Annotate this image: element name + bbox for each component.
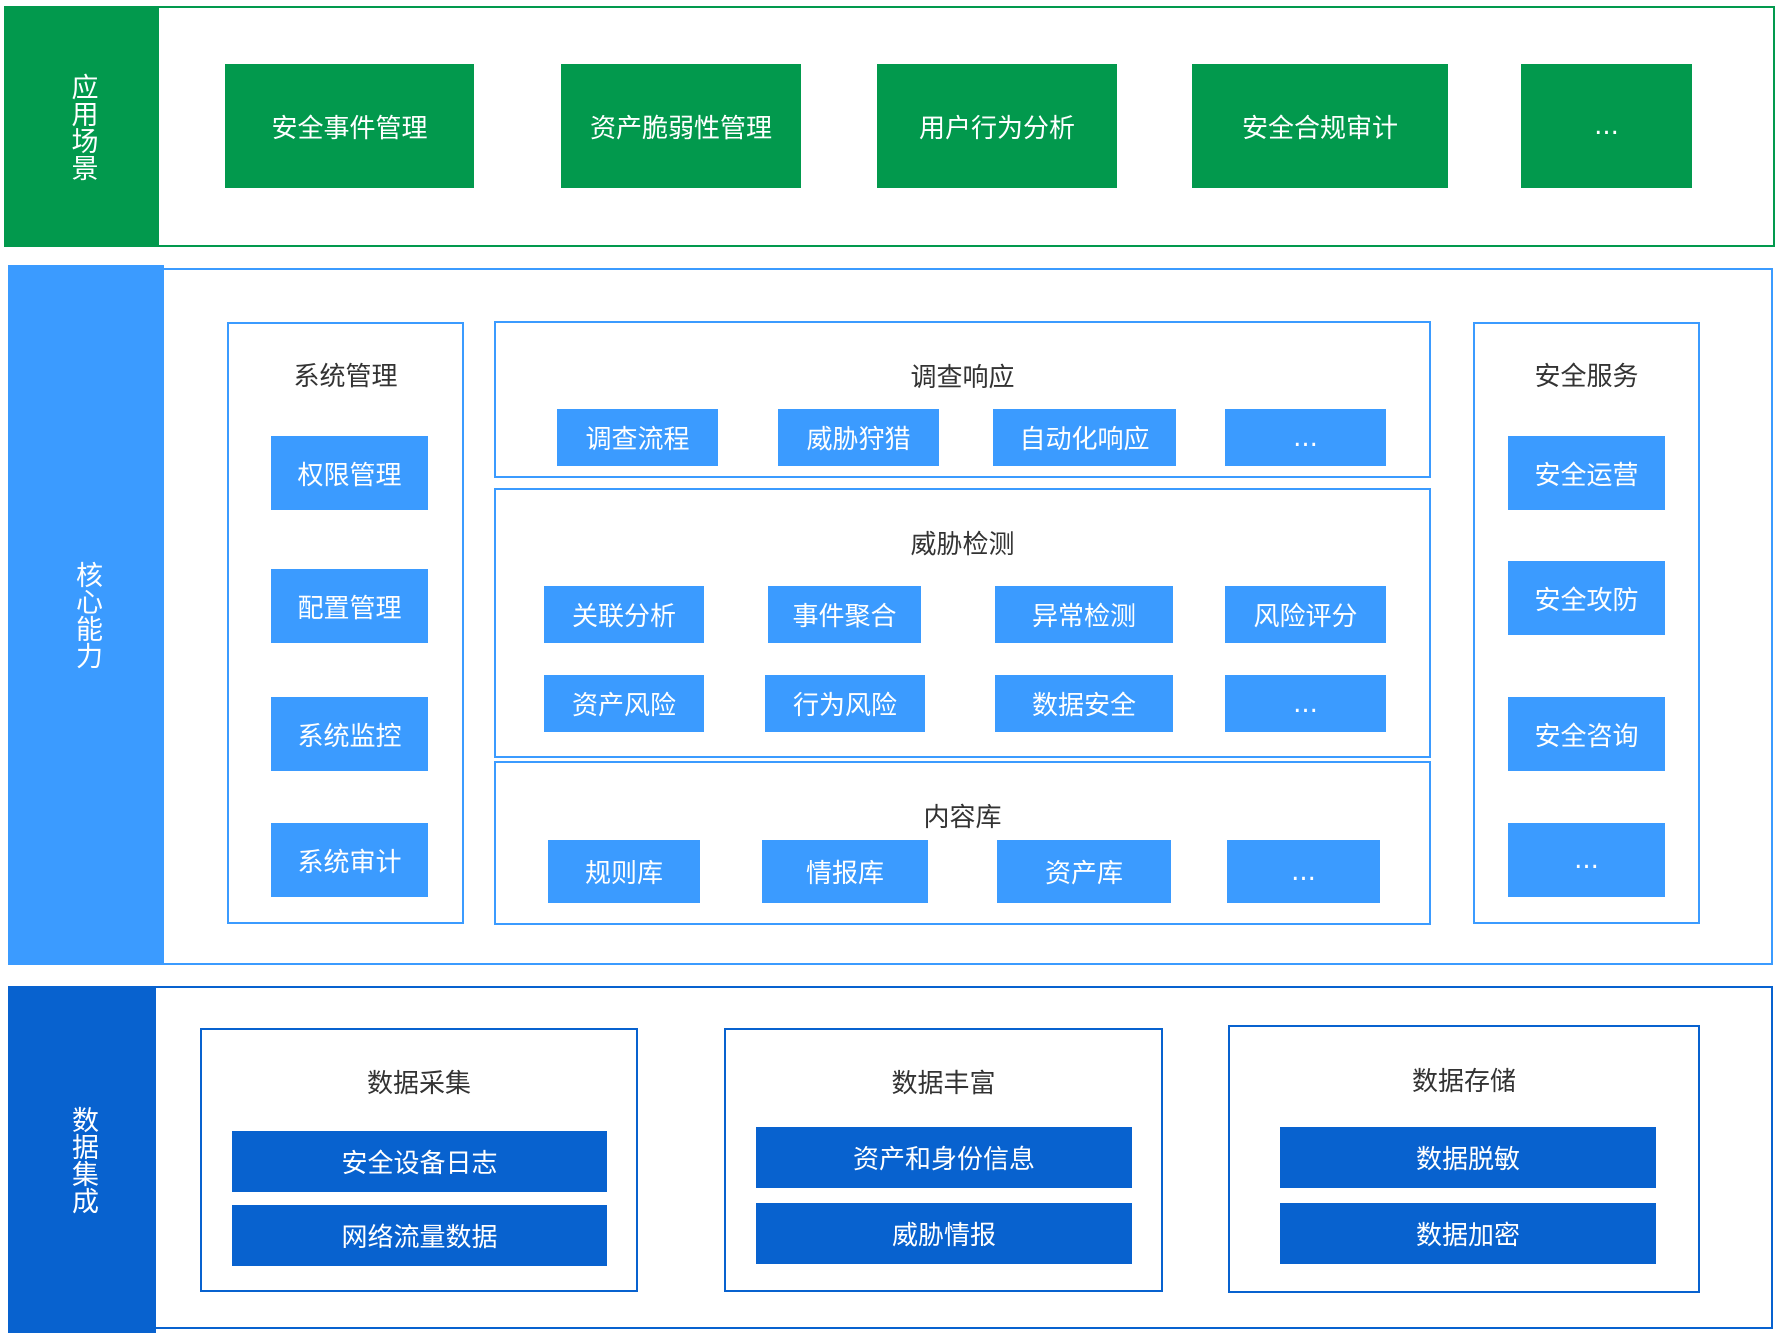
- security-offense-defense-button[interactable]: 安全攻防: [1508, 561, 1665, 635]
- security-consulting-button[interactable]: 安全咨询: [1508, 697, 1665, 771]
- app-item-compliance-audit[interactable]: 安全合规审计: [1192, 64, 1448, 188]
- data-masking-button[interactable]: 数据脱敏: [1280, 1127, 1656, 1188]
- system-audit-button[interactable]: 系统审计: [271, 823, 428, 897]
- investigation-process-button[interactable]: 调查流程: [557, 409, 718, 466]
- behavior-risk-button[interactable]: 行为风险: [765, 675, 925, 732]
- data-enrichment-title: 数据丰富: [891, 1068, 996, 1099]
- anomaly-detection-button[interactable]: 异常检测: [995, 586, 1173, 643]
- security-operations-button[interactable]: 安全运营: [1508, 436, 1665, 510]
- investigation-response-title: 调查响应: [910, 362, 1015, 393]
- network-traffic-data-button[interactable]: 网络流量数据: [232, 1205, 607, 1266]
- permission-management-button[interactable]: 权限管理: [271, 436, 428, 510]
- intel-library-button[interactable]: 情报库: [762, 840, 928, 903]
- system-management-title: 系统管理: [293, 361, 398, 392]
- app-item-asset-vulnerability-mgmt[interactable]: 资产脆弱性管理: [561, 64, 801, 188]
- rule-library-button[interactable]: 规则库: [548, 840, 700, 903]
- data-layer-label: 数据集成: [8, 986, 156, 1333]
- threat-detection-more-button[interactable]: ...: [1225, 675, 1386, 732]
- threat-hunting-button[interactable]: 威胁狩猎: [778, 409, 939, 466]
- data-encryption-button[interactable]: 数据加密: [1280, 1203, 1656, 1264]
- investigation-more-button[interactable]: ...: [1225, 409, 1386, 466]
- data-collection-title: 数据采集: [366, 1068, 471, 1099]
- app-item-more[interactable]: ...: [1521, 64, 1692, 188]
- configuration-management-button[interactable]: 配置管理: [271, 569, 428, 643]
- threat-intelligence-button[interactable]: 威胁情报: [756, 1203, 1132, 1264]
- automated-response-button[interactable]: 自动化响应: [993, 409, 1176, 466]
- application-layer-label: 应用场景: [4, 6, 159, 247]
- content-library-title: 内容库: [923, 802, 1002, 833]
- correlation-analysis-button[interactable]: 关联分析: [544, 586, 704, 643]
- asset-risk-button[interactable]: 资产风险: [544, 675, 704, 732]
- event-aggregation-button[interactable]: 事件聚合: [768, 586, 921, 643]
- security-device-logs-button[interactable]: 安全设备日志: [232, 1131, 607, 1192]
- risk-scoring-button[interactable]: 风险评分: [1225, 586, 1386, 643]
- data-security-button[interactable]: 数据安全: [995, 675, 1173, 732]
- core-layer-label: 核心能力: [8, 265, 164, 965]
- security-services-more-button[interactable]: ...: [1508, 823, 1665, 897]
- security-services-title: 安全服务: [1534, 361, 1639, 392]
- app-item-security-event-mgmt[interactable]: 安全事件管理: [225, 64, 474, 188]
- content-library-more-button[interactable]: ...: [1227, 840, 1380, 903]
- asset-library-button[interactable]: 资产库: [997, 840, 1171, 903]
- app-item-user-behavior-analysis[interactable]: 用户行为分析: [877, 64, 1117, 188]
- threat-detection-title: 威胁检测: [910, 529, 1015, 560]
- asset-identity-info-button[interactable]: 资产和身份信息: [756, 1127, 1132, 1188]
- system-monitoring-button[interactable]: 系统监控: [271, 697, 428, 771]
- data-storage-title: 数据存储: [1411, 1066, 1516, 1097]
